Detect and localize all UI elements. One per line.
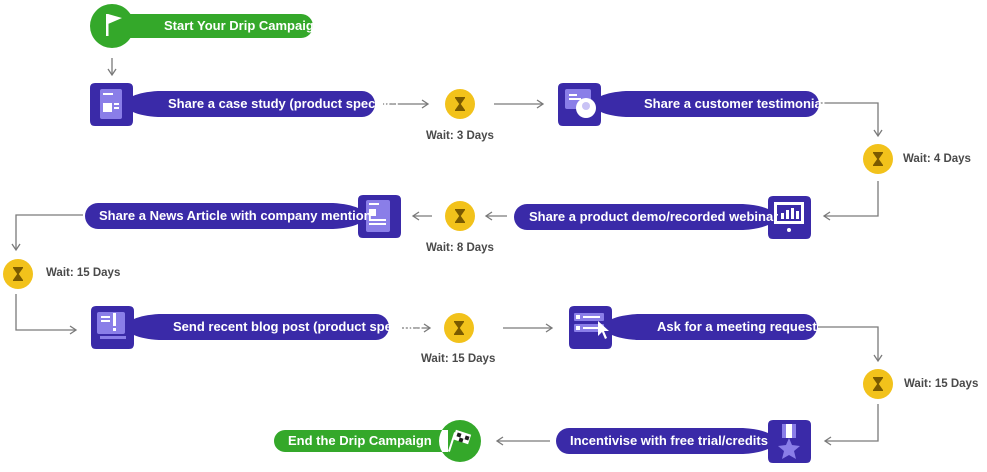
checkered-flag-icon: [447, 429, 472, 452]
step-label-news-article: Share a News Article with company mentio…: [99, 208, 372, 223]
connector-arrow: [820, 102, 883, 138]
hourglass-icon: [863, 369, 893, 399]
wait-label: Wait: 4 Days: [903, 153, 971, 165]
step-node: [90, 83, 375, 126]
step-label-case-study: Share a case study (product specific): [168, 96, 399, 111]
hourglass-icon: [444, 313, 474, 343]
hourglass-icon: [445, 89, 475, 119]
start-label: Start Your Drip Campaign: [164, 18, 322, 33]
news-article-icon: [366, 200, 390, 232]
document-icon: [100, 89, 122, 119]
blog-post-icon: [97, 312, 126, 339]
step-node: [556, 420, 811, 463]
connector-arrow: [822, 181, 879, 221]
presentation-icon: [774, 202, 804, 232]
step-label-product-demo: Share a product demo/recorded webinar: [529, 209, 779, 224]
hourglass-icon: [863, 144, 893, 174]
connector-arrow: [11, 214, 83, 252]
wait-label: Wait: 15 Days: [421, 353, 496, 365]
step-label-testimonial: Share a customer testimonial: [644, 96, 826, 111]
step-node: [569, 306, 817, 349]
hourglass-icon: [3, 259, 33, 289]
wait-label: Wait: 15 Days: [904, 378, 979, 390]
flag-icon: [106, 14, 122, 36]
step-label-blog-post: Send recent blog post (product specific): [173, 319, 423, 334]
step-node: [514, 196, 811, 239]
end-node: [274, 420, 481, 462]
end-label: End the Drip Campaign: [288, 433, 432, 448]
start-node: [90, 4, 313, 48]
hourglass-icon: [445, 201, 475, 231]
wait-label: Wait: 3 Days: [426, 130, 494, 142]
connector-arrow: [818, 326, 883, 363]
testimonial-icon: [565, 89, 596, 118]
connector-arrow: [823, 404, 879, 446]
connector-arrow: [15, 294, 78, 335]
award-badge-icon: [778, 424, 800, 459]
step-node: [91, 306, 389, 349]
wait-label: Wait: 15 Days: [46, 267, 121, 279]
wait-label: Wait: 8 Days: [426, 242, 494, 254]
meeting-request-icon: [574, 313, 609, 339]
step-label-meeting-request: Ask for a meeting request: [657, 319, 817, 334]
step-label-incentivise: Incentivise with free trial/credits: [570, 433, 768, 448]
step-node: [558, 83, 819, 126]
step-node: [85, 195, 401, 238]
